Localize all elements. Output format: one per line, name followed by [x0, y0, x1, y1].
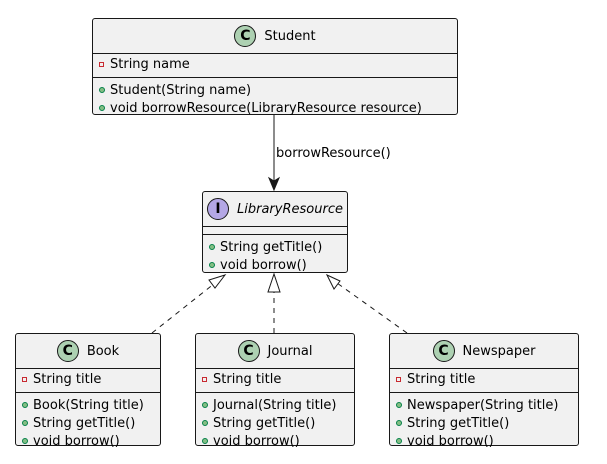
private-field-icon — [202, 376, 207, 382]
public-method-icon — [202, 402, 208, 408]
newspaper-realization-line — [336, 282, 408, 334]
association-label: borrowResource() — [276, 146, 391, 161]
field-row: String title — [202, 370, 348, 388]
public-method-icon — [396, 402, 402, 408]
method-row: Student(String name) — [99, 81, 451, 99]
public-method-icon — [202, 438, 208, 444]
public-method-icon — [396, 438, 402, 444]
public-method-icon — [99, 87, 105, 93]
student-class[interactable]: C Student String name Student(String nam… — [92, 18, 458, 117]
method-row: String getTitle() — [202, 414, 348, 432]
public-method-icon — [99, 105, 105, 111]
class-badge-icon: C — [237, 340, 260, 362]
interface-name: LibraryResource — [237, 201, 343, 217]
class-badge-icon: C — [56, 340, 79, 362]
journal-class[interactable]: C Journal String title Journal(String ti… — [195, 333, 355, 449]
method-row: Book(String title) — [22, 396, 154, 414]
journal-realization-arrowhead — [267, 272, 281, 293]
method-row: Newspaper(String title) — [396, 396, 572, 414]
private-field-icon — [22, 376, 27, 382]
public-method-icon — [22, 420, 28, 426]
interface-badge-icon: I — [207, 198, 230, 220]
library-resource-interface[interactable]: I LibraryResource String getTitle() void… — [202, 191, 348, 273]
class-name: Student — [264, 28, 316, 44]
class-badge-icon: C — [234, 25, 257, 47]
method-row: void borrow() — [22, 432, 154, 450]
method-row: void borrow() — [209, 256, 341, 274]
public-method-icon — [22, 438, 28, 444]
private-field-icon — [99, 61, 104, 67]
method-row: void borrow() — [396, 432, 572, 450]
private-field-icon — [396, 376, 401, 382]
method-row: void borrow() — [202, 432, 348, 450]
public-method-icon — [209, 262, 215, 268]
book-class[interactable]: C Book String title Book(String title) S… — [15, 333, 161, 449]
association-arrowhead — [267, 176, 281, 192]
class-name: Newspaper — [462, 343, 536, 359]
public-method-icon — [202, 420, 208, 426]
book-realization-arrowhead — [208, 274, 227, 289]
field-row: String title — [396, 370, 572, 388]
public-method-icon — [209, 244, 215, 250]
method-row: void borrowResource(LibraryResource reso… — [99, 99, 451, 117]
method-row: Journal(String title) — [202, 396, 348, 414]
public-method-icon — [22, 402, 28, 408]
class-name: Journal — [267, 343, 313, 359]
method-row: String getTitle() — [209, 238, 341, 256]
field-row: String name — [99, 55, 451, 73]
book-realization-line — [151, 282, 216, 334]
class-name: Book — [86, 343, 120, 359]
class-badge-icon: C — [432, 340, 455, 362]
newspaper-class[interactable]: C Newspaper String title Newspaper(Strin… — [389, 333, 579, 449]
field-row: String title — [22, 370, 154, 388]
public-method-icon — [396, 420, 402, 426]
method-row: String getTitle() — [22, 414, 154, 432]
newspaper-realization-arrowhead — [325, 273, 341, 290]
method-row: String getTitle() — [396, 414, 572, 432]
